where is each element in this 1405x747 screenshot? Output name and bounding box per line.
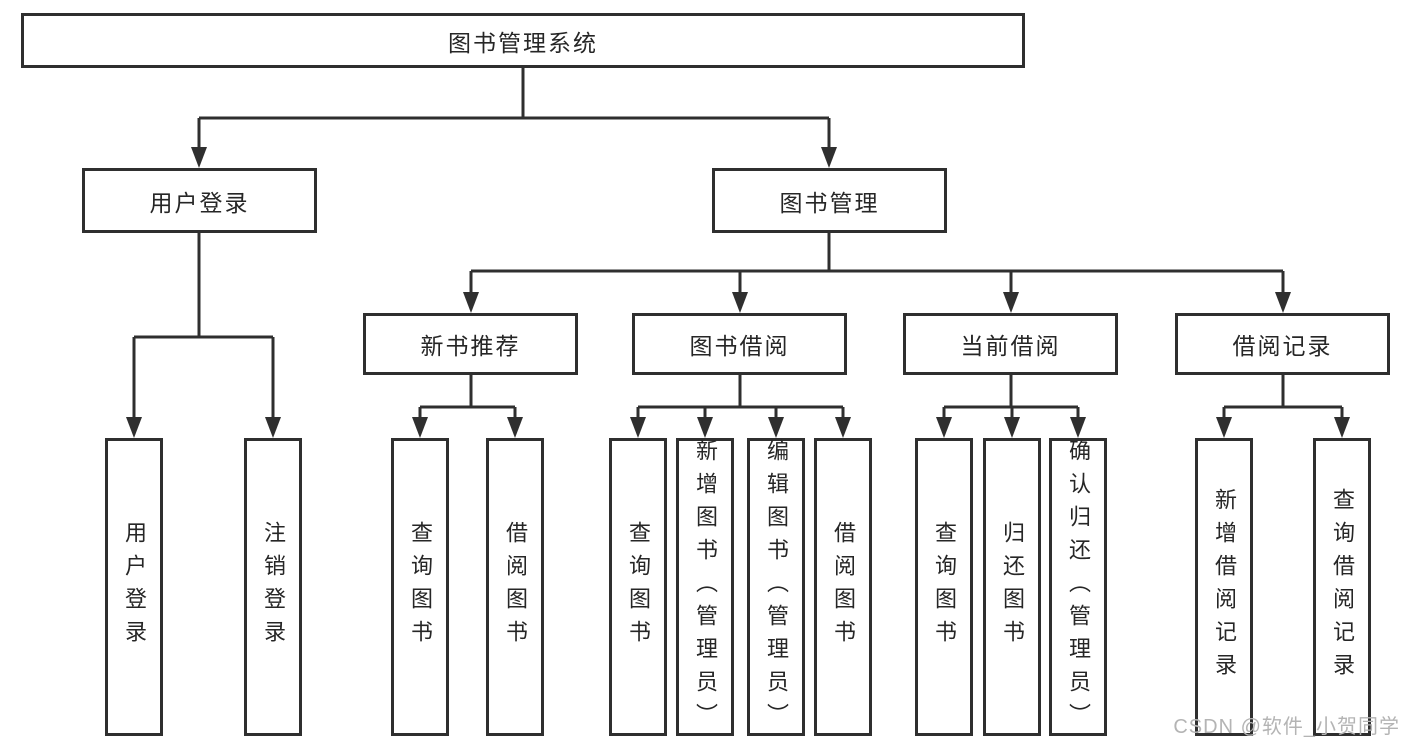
node-leaf-add-books-admin: 新增图书（管理员） [676,438,734,736]
leaf-label: 借阅图书 [831,521,856,653]
connector-root-to-level2 [197,68,831,149]
arrow-down-icon [1070,417,1086,438]
arrow-down-icon [1334,417,1350,438]
arrow-down-icon [835,417,851,438]
node-user-login: 用户登录 [82,168,317,233]
arrow-down-icon [936,417,952,438]
arrow-down-icon [126,417,142,438]
arrow-down-icon [191,147,207,168]
node-leaf-borrow-books-recommend: 借阅图书 [486,438,544,736]
csdn-watermark: CSDN @软件_小贺同学 [1173,716,1400,738]
node-leaf-edit-books-admin: 编辑图书（管理员） [747,438,805,736]
leaf-label: 编辑图书（管理员） [764,438,789,736]
leaf-label: 注销登录 [261,521,286,653]
connector-bookmgmt-to-level3 [469,233,1285,294]
leaf-label: 确认归还（管理员） [1066,438,1091,736]
arrow-down-icon [507,417,523,438]
arrow-down-icon [412,417,428,438]
arrow-down-icon [697,417,713,438]
arrow-down-icon [1275,292,1291,313]
connector-recommend-to-leaves [418,375,517,419]
leaf-label: 用户登录 [122,521,147,653]
node-leaf-return-books: 归还图书 [983,438,1041,736]
node-leaf-query-books-current: 查询图书 [915,438,973,736]
leaf-label: 查询图书 [932,521,957,653]
node-leaf-query-borrow-record: 查询借阅记录 [1313,438,1371,736]
arrow-down-icon [630,417,646,438]
leaf-label: 归还图书 [1000,521,1025,653]
node-leaf-user-login: 用户登录 [105,438,163,736]
leaf-label: 新增图书（管理员） [693,438,718,736]
node-leaf-query-books-recommend: 查询图书 [391,438,449,736]
node-book-borrowing: 图书借阅 [632,313,847,375]
arrow-down-icon [1003,292,1019,313]
connector-borrowing-to-leaves [636,375,845,419]
leaf-label: 借阅图书 [503,521,528,653]
arrow-down-icon [1216,417,1232,438]
arrow-down-icon [732,292,748,313]
connector-userlogin-to-leaves [132,233,275,419]
node-new-book-recommend: 新书推荐 [363,313,578,375]
leaf-label: 查询图书 [626,521,651,653]
node-root-library-system: 图书管理系统 [21,13,1025,68]
node-leaf-logout: 注销登录 [244,438,302,736]
arrow-down-icon [768,417,784,438]
arrow-down-icon [265,417,281,438]
node-book-management: 图书管理 [712,168,947,233]
leaf-label: 查询图书 [408,521,433,653]
arrow-down-icon [463,292,479,313]
node-leaf-confirm-return-admin: 确认归还（管理员） [1049,438,1107,736]
arrow-down-icon [1004,417,1020,438]
node-leaf-query-books-borrow: 查询图书 [609,438,667,736]
node-leaf-add-borrow-record: 新增借阅记录 [1195,438,1253,736]
connector-current-to-leaves [942,375,1080,419]
arrowheads [126,147,1350,438]
connector-records-to-leaves [1222,375,1344,419]
node-current-borrowing: 当前借阅 [903,313,1118,375]
leaf-label: 新增借阅记录 [1212,488,1237,686]
leaf-label: 查询借阅记录 [1330,488,1355,686]
node-borrowing-records: 借阅记录 [1175,313,1390,375]
arrow-down-icon [821,147,837,168]
node-leaf-borrow-books: 借阅图书 [814,438,872,736]
